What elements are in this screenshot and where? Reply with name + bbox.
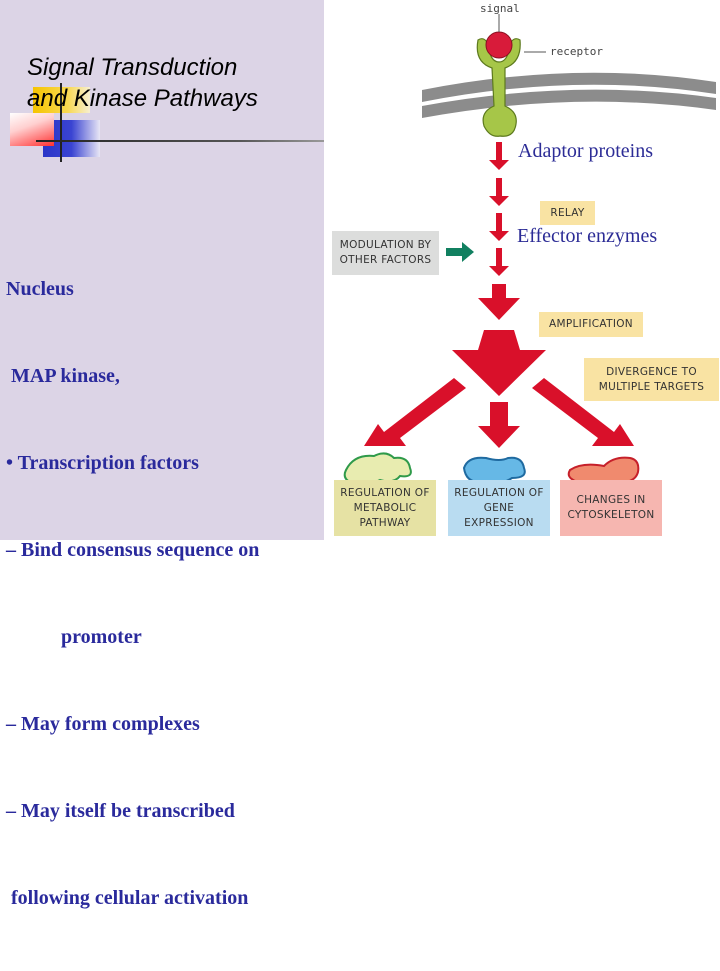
- receptor-label: receptor: [550, 45, 603, 58]
- decorative-vertical-line: [60, 83, 62, 162]
- arrow-down-icon: [489, 248, 509, 276]
- arrow-down-diverge-icon: [478, 402, 520, 448]
- slide-left-panel: Signal Transduction and Kinase Pathways …: [0, 0, 324, 909]
- body-line: promoter: [6, 626, 142, 648]
- relay-tag: RELAY: [540, 201, 595, 225]
- arrow-left-diverge-icon: [364, 378, 466, 446]
- slide-title-line-2: and Kinase Pathways: [27, 85, 258, 112]
- arrow-right-diverge-icon: [532, 378, 634, 446]
- diagram-graphics: [343, 14, 716, 487]
- body-line: – Bind consensus sequence on: [6, 539, 260, 561]
- slide-body: Nucleus MAP kinase, • Transcription fact…: [6, 217, 259, 971]
- signal-molecule-icon: [485, 31, 513, 59]
- amplification-tag: AMPLIFICATION: [539, 312, 643, 337]
- target-metabolic-pathway: REGULATION OF METABOLIC PATHWAY: [334, 480, 436, 536]
- divergence-tag: DIVERGENCE TO MULTIPLE TARGETS: [584, 358, 719, 401]
- effector-enzymes-label: Effector enzymes: [517, 225, 658, 247]
- modulation-box: MODULATION BY OTHER FACTORS: [332, 231, 439, 275]
- adaptor-proteins-label: Adaptor proteins: [518, 140, 653, 162]
- amplification-arrow-icon: [452, 330, 546, 396]
- receptor-icon: [476, 38, 521, 137]
- body-line: MAP kinase,: [6, 365, 120, 387]
- body-line: • Transcription factors: [6, 452, 199, 474]
- body-line: – May itself be transcribed: [6, 800, 235, 822]
- body-line: Nucleus: [6, 278, 74, 300]
- target-gene-expression: REGULATION OF GENE EXPRESSION: [448, 480, 550, 536]
- target-cytoskeleton: CHANGES IN CYTOSKELETON: [560, 480, 662, 536]
- modulation-arrow-icon: [446, 242, 474, 262]
- slide-title: Signal Transduction and Kinase Pathways: [27, 52, 258, 114]
- arrow-down-icon: [489, 142, 509, 170]
- arrow-down-icon: [478, 284, 520, 320]
- signal-label: signal: [480, 2, 520, 15]
- title-underline: [36, 140, 324, 142]
- body-line: – May form complexes: [6, 713, 200, 735]
- relay-arrows: [489, 142, 509, 276]
- body-line: following cellular activation: [6, 887, 249, 909]
- signal-pathway-diagram: signal receptor Adaptor proteins Effecto…: [324, 0, 720, 540]
- arrow-down-icon: [489, 178, 509, 206]
- slide-title-line-1: Signal Transduction: [27, 54, 238, 81]
- arrow-down-icon: [489, 213, 509, 241]
